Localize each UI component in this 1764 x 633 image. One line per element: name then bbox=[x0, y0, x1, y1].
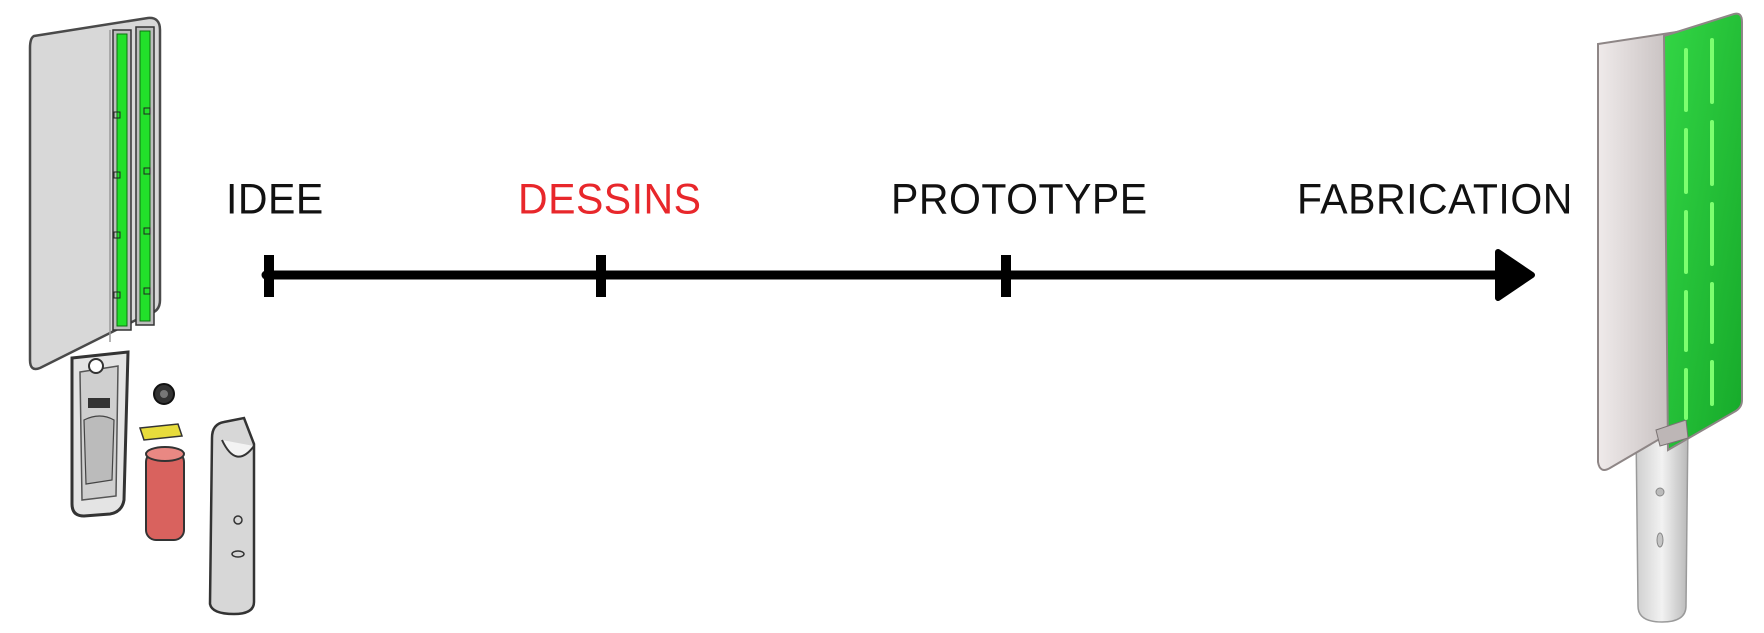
timeline-arrowhead bbox=[1495, 249, 1535, 301]
push-button-part bbox=[153, 383, 175, 405]
finished-led-bars bbox=[1684, 38, 1714, 420]
finished-paddle-panel bbox=[1597, 12, 1743, 471]
exploded-device-illustration bbox=[28, 16, 256, 616]
handle-cap-part bbox=[208, 416, 256, 616]
handle-shell bbox=[70, 350, 130, 518]
stage-label-fabrication: FABRICATION bbox=[1297, 175, 1573, 223]
stage-label-prototype: PROTOTYPE bbox=[891, 175, 1148, 223]
circuit-board-part bbox=[138, 423, 184, 441]
finished-handle bbox=[1635, 419, 1689, 623]
led-strip-left bbox=[112, 29, 132, 331]
battery-part bbox=[145, 446, 185, 541]
stage-label-dessins: DESSINS bbox=[518, 175, 702, 223]
led-strip-right bbox=[135, 26, 155, 326]
stage-label-idee: IDEE bbox=[226, 175, 324, 223]
